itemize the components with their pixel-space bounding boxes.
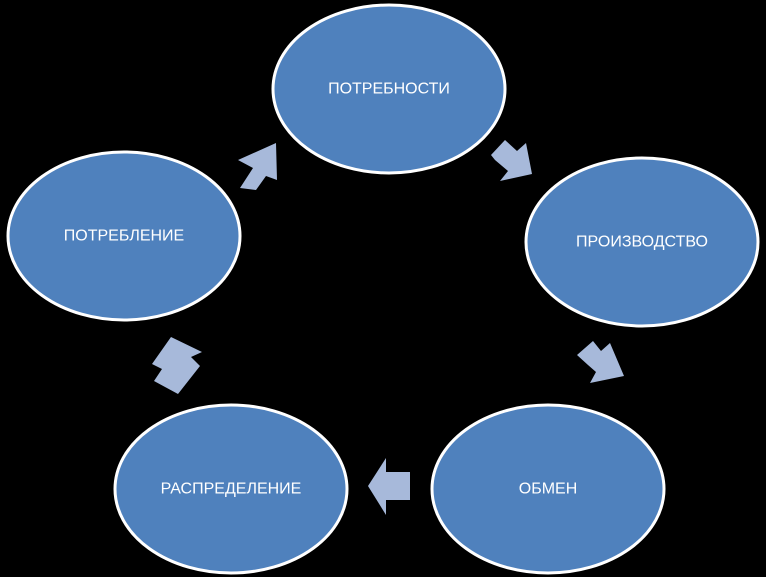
node-distribution-label: РАСПРЕДЕЛЕНИЕ <box>161 481 302 498</box>
node-consumption-shape <box>6 150 242 322</box>
node-production-label: ПРОИЗВОДСТВО <box>576 234 708 251</box>
arrow-production-to-exchange <box>577 341 624 383</box>
arrow-exchange-to-distribution <box>368 458 410 515</box>
node-consumption: ПОТРЕБЛЕНИЕ <box>6 150 242 322</box>
arrow-needs-to-production <box>491 140 532 181</box>
node-production: ПРОИЗВОДСТВО <box>524 156 760 328</box>
arrow-distribution-to-consumption <box>152 337 202 394</box>
node-distribution: РАСПРЕДЕЛЕНИЕ <box>113 403 349 575</box>
node-distribution-shape <box>113 403 349 575</box>
node-needs: ПОТРЕБНОСТИ <box>271 3 507 175</box>
node-production-shape <box>524 156 760 328</box>
node-needs-label: ПОТРЕБНОСТИ <box>328 81 450 98</box>
node-exchange-shape <box>430 403 666 575</box>
node-exchange-label: ОБМЕН <box>519 481 578 498</box>
node-needs-shape <box>271 3 507 175</box>
node-exchange: ОБМЕН <box>430 403 666 575</box>
node-consumption-label: ПОТРЕБЛЕНИЕ <box>64 228 184 245</box>
arrow-consumption-to-needs <box>238 143 277 190</box>
